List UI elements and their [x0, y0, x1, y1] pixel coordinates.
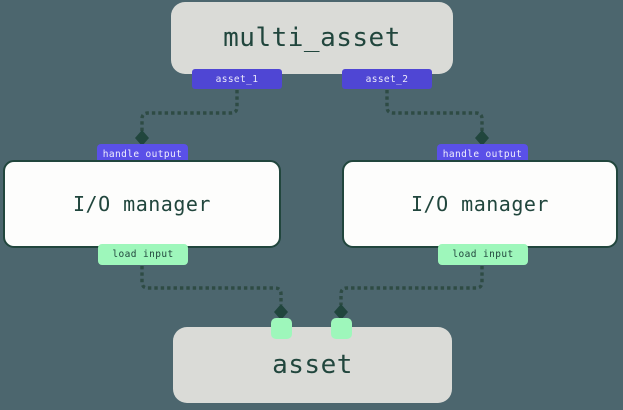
- asset-input-port-left: [271, 318, 292, 339]
- node-io-manager-left: I/O manager: [3, 160, 281, 248]
- output-tag-asset-2: asset_2: [342, 69, 432, 89]
- handle-output-badge-left: handle output: [97, 144, 188, 165]
- output-tag-asset-1: asset_1: [192, 69, 282, 89]
- handle-output-badge-right: handle output: [437, 144, 528, 165]
- node-asset: asset: [173, 327, 452, 403]
- edge-load-input-right-to-asset: [339, 266, 484, 305]
- asset-input-port-right: [331, 318, 352, 339]
- load-input-badge-left: load input: [98, 244, 188, 265]
- edge-asset1-to-handle-output: [140, 90, 239, 131]
- multi-asset-label: multi_asset: [223, 23, 401, 53]
- edge-load-input-left-to-asset: [140, 266, 283, 305]
- node-io-manager-right: I/O manager: [342, 160, 618, 248]
- io-manager-left-label: I/O manager: [73, 192, 211, 216]
- asset-label: asset: [272, 350, 353, 380]
- node-multi-asset: multi_asset: [171, 2, 453, 74]
- io-manager-right-label: I/O manager: [411, 192, 549, 216]
- edge-asset2-to-handle-output: [385, 90, 484, 131]
- load-input-badge-right: load input: [438, 244, 528, 265]
